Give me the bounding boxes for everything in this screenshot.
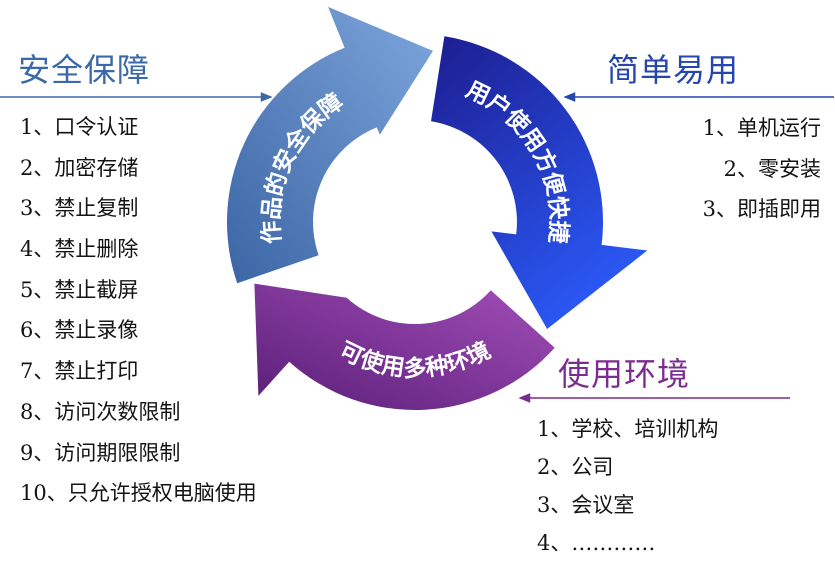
ease-heading: 简单易用	[607, 51, 740, 89]
security-list-item: 8、访问次数限制	[20, 399, 181, 424]
security-list-item: 9、访问期限限制	[20, 440, 181, 465]
security-feature-list: 1、口令认证 2、加密存储 3、禁止复制 4、禁止删除 5、禁止截屏 6、禁止录…	[20, 107, 257, 514]
environment-cycle-arrow	[254, 283, 555, 410]
security-list-item: 7、禁止打印	[20, 359, 139, 384]
security-list-item: 5、禁止截屏	[20, 277, 139, 302]
security-list-item: 1、口令认证	[20, 115, 139, 139]
environment-list: 1、学校、培训机构 2、公司 3、会议室 4、…………	[537, 410, 718, 562]
security-heading: 安全保障	[18, 51, 151, 89]
environment-list-item: 4、…………	[537, 531, 656, 555]
security-connector-arrow	[0, 92, 273, 102]
security-list-item: 10、只允许授权电脑使用	[20, 481, 257, 506]
ease-cycle-arrow	[431, 36, 648, 330]
ease-list-item: 3、即插即用	[702, 197, 821, 221]
environment-connector-arrow	[518, 393, 790, 403]
ease-list-item: 2、零安装	[723, 156, 821, 181]
ease-list-item: 1、单机运行	[702, 116, 821, 140]
environment-list-item: 1、学校、培训机构	[537, 417, 719, 441]
ease-connector-arrow	[563, 92, 834, 102]
environment-list-item: 2、公司	[537, 455, 614, 479]
ease-feature-list: 1、单机运行 2、零安装 3、即插即用	[703, 108, 821, 230]
security-cycle-arrow	[226, 6, 433, 284]
environment-heading: 使用环境	[558, 355, 691, 393]
security-list-item: 3、禁止复制	[20, 196, 139, 221]
environment-list-item: 3、会议室	[537, 493, 635, 517]
security-list-item: 4、禁止删除	[20, 237, 139, 262]
security-list-item: 2、加密存储	[20, 155, 139, 180]
security-list-item: 6、禁止录像	[20, 318, 139, 343]
